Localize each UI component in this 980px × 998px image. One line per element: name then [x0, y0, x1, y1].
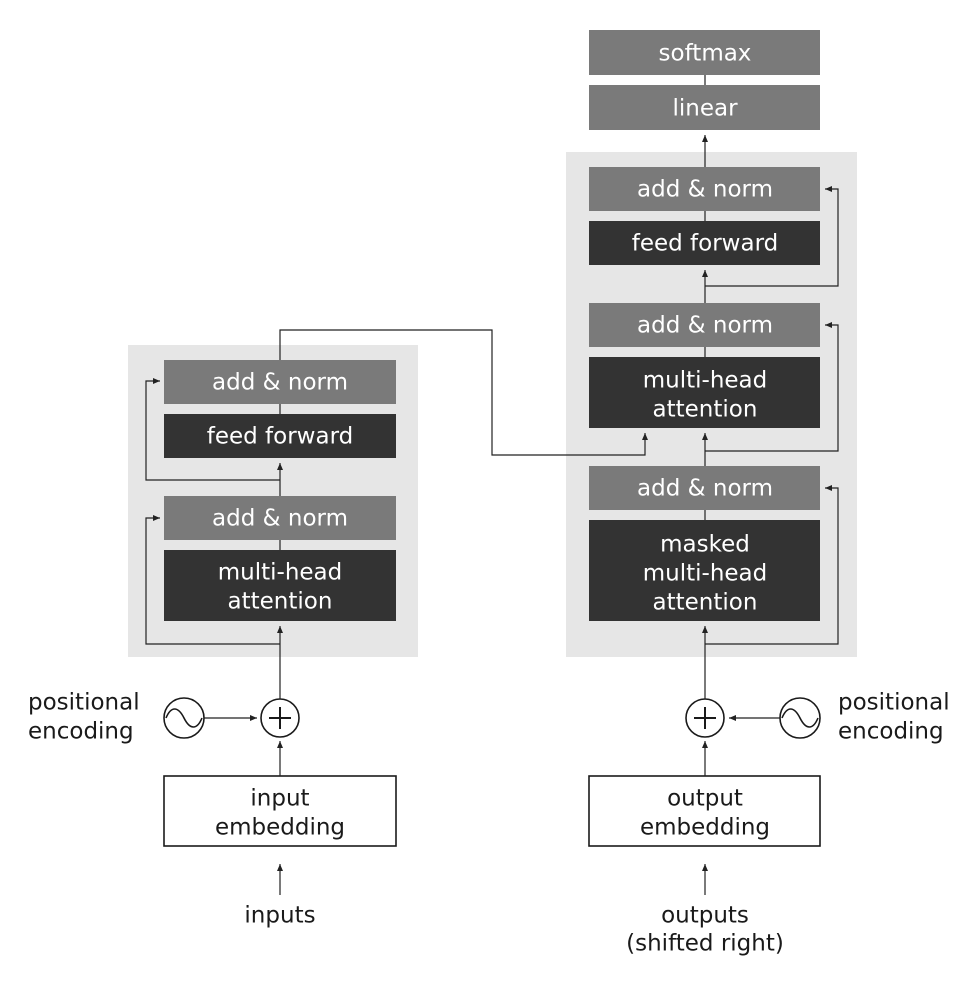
decoder-add-icon [685, 698, 725, 738]
encoder-feed-forward-label: feed forward [207, 424, 354, 450]
decoder-add-norm-top-label: add & norm [637, 177, 773, 203]
encoder-add-icon [260, 698, 300, 738]
output-embedding-label-1: output [667, 786, 743, 812]
softmax-block [589, 30, 820, 75]
encoder-add-norm-top-label: add & norm [212, 370, 348, 396]
decoder-add-norm-mid [589, 303, 820, 347]
decoder-feed-forward [589, 221, 820, 265]
encoder-sine-icon [163, 697, 205, 739]
output-embedding-label-2: embedding [640, 815, 770, 841]
encoder-positional-label-1: positional [28, 690, 140, 716]
decoder-add-norm-mid-label: add & norm [637, 313, 773, 339]
encoder-attention [164, 550, 396, 621]
decoder-add-norm-bottom-label: add & norm [637, 476, 773, 502]
decoder-cross-attention-label-2: attention [653, 397, 758, 423]
decoder-masked-label-1: masked [660, 532, 750, 558]
encoder-attention-label-1: multi-head [218, 560, 343, 586]
decoder-masked-label-3: attention [653, 590, 758, 616]
encoder: add & norm feed forward add & norm multi… [28, 329, 648, 929]
decoder-masked-label-2: multi-head [643, 561, 768, 587]
input-embedding-label-1: input [250, 786, 309, 812]
encoder-add-norm-top [164, 360, 396, 404]
outputs-label-2: (shifted right) [626, 931, 784, 957]
encoder-add-norm-bottom [164, 496, 396, 540]
input-embedding-box [163, 775, 397, 847]
linear-label: linear [672, 96, 738, 122]
decoder-add-norm-bottom [589, 466, 820, 510]
decoder-feed-forward-label: feed forward [632, 231, 779, 257]
decoder-cross-attention [589, 357, 820, 428]
decoder-masked-attention [589, 520, 820, 621]
decoder-cross-attention-label-1: multi-head [643, 368, 768, 394]
encoder-add-norm-bottom-label: add & norm [212, 506, 348, 532]
encoder-feed-forward [164, 414, 396, 458]
softmax-label: softmax [659, 41, 752, 67]
decoder-sine-icon [779, 697, 821, 739]
decoder-positional-label-1: positional [838, 690, 950, 716]
linear-block [589, 85, 820, 130]
encoder-attention-label-2: attention [228, 589, 333, 615]
decoder: softmax linear add & norm feed forward a… [588, 30, 950, 957]
decoder-positional-label-2: encoding [838, 719, 944, 745]
input-embedding-label-2: embedding [215, 815, 345, 841]
output-embedding-box [588, 775, 821, 847]
encoder-positional-label-2: encoding [28, 719, 134, 745]
outputs-label-1: outputs [661, 903, 749, 929]
inputs-label: inputs [244, 903, 315, 929]
decoder-add-norm-top [589, 167, 820, 211]
